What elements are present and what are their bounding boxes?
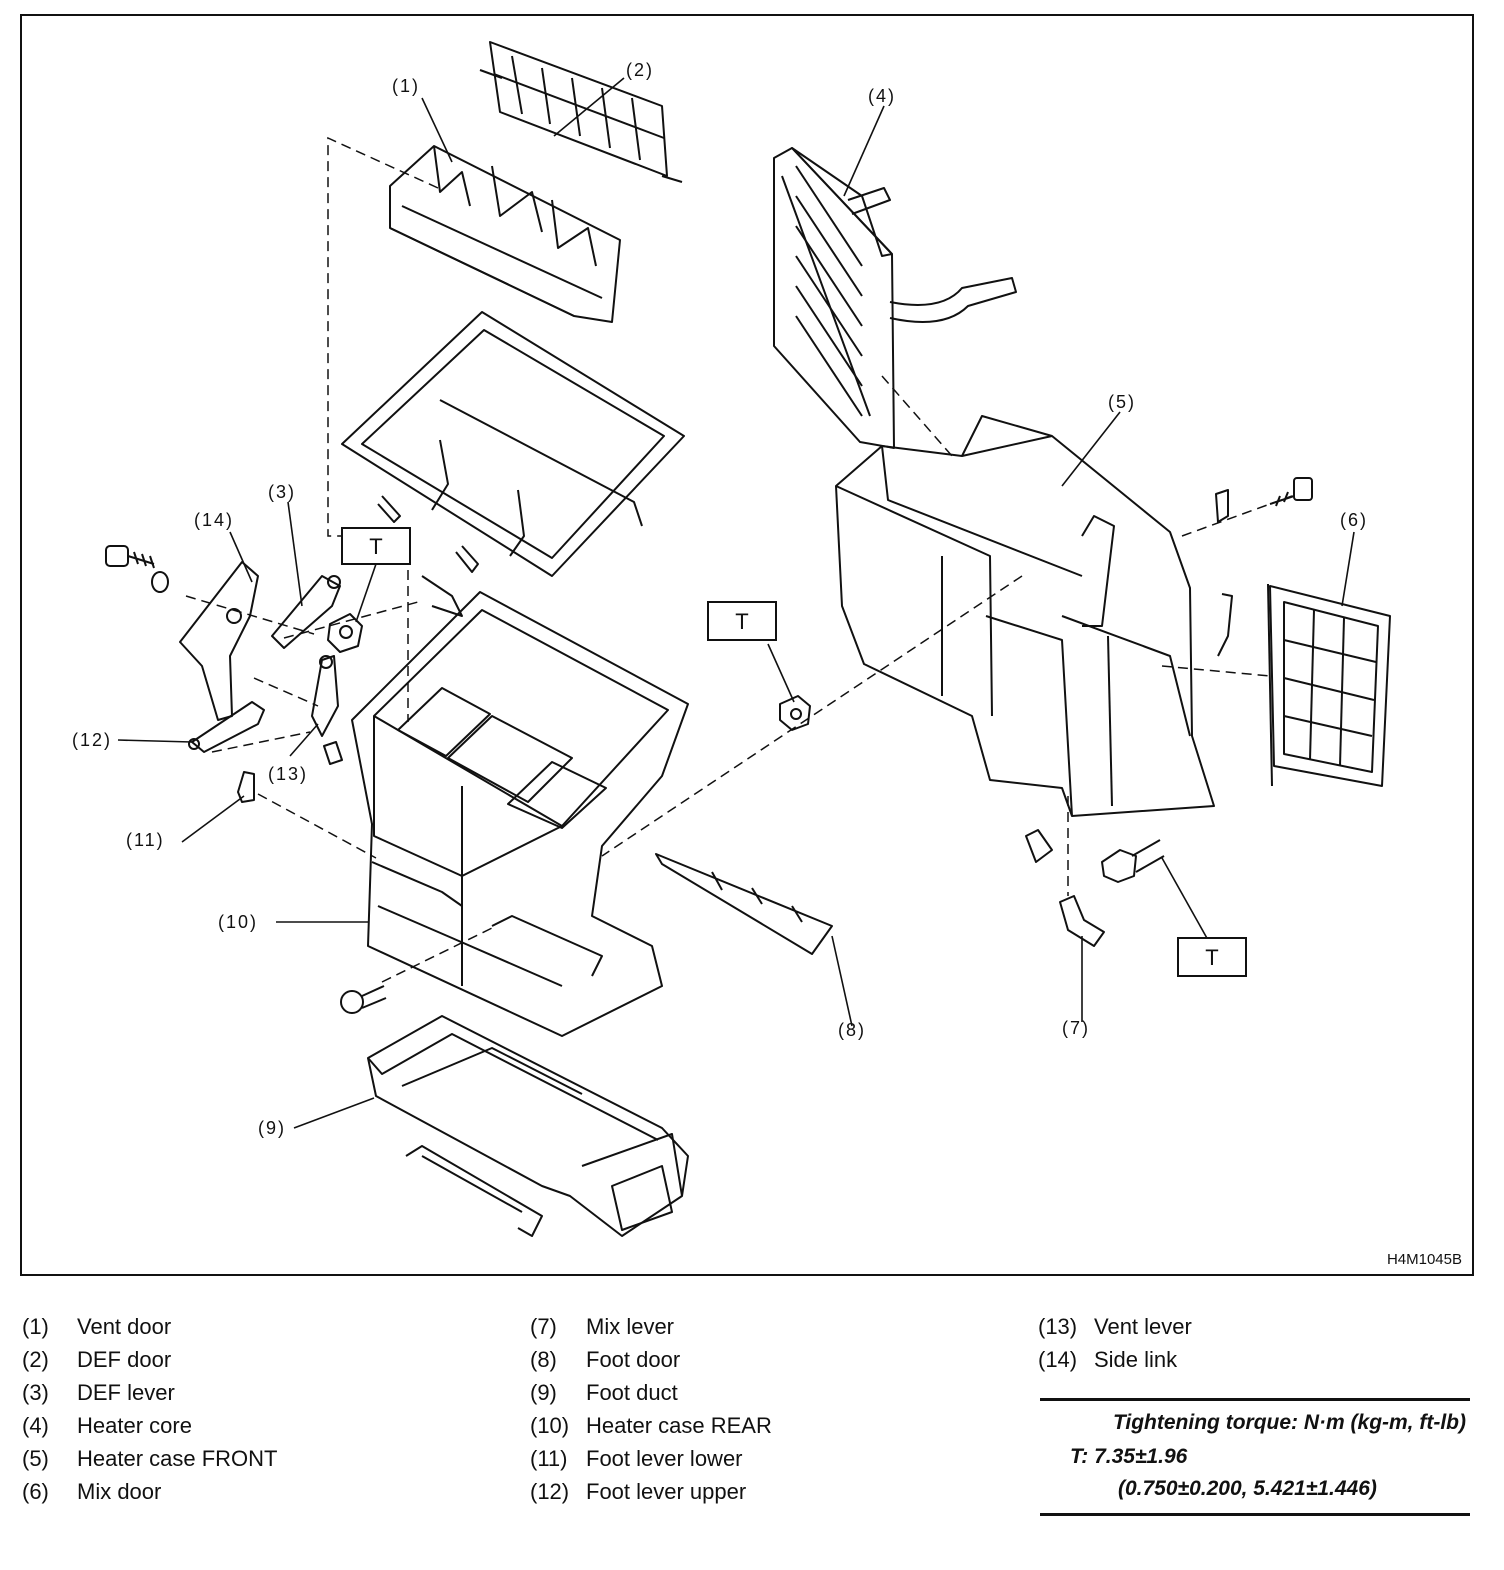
- heater-case-rear-part: [351, 575, 689, 1037]
- legend-number: (3): [22, 1379, 49, 1405]
- torque-top-rule: [1040, 1398, 1470, 1401]
- mix-door-part: [1267, 583, 1391, 787]
- legend-item: (13) Vent lever: [1038, 1310, 1192, 1343]
- legend-number: (14): [1038, 1346, 1078, 1372]
- vent-door-part: [389, 145, 621, 323]
- legend-item: (8) Foot door: [530, 1343, 772, 1376]
- callout-10: (10): [218, 912, 258, 932]
- callout-9: (9): [258, 1118, 286, 1138]
- legend-label: Side link: [1094, 1346, 1178, 1372]
- legend-label: Foot door: [586, 1346, 681, 1372]
- legend-item: (6) Mix door: [22, 1475, 278, 1508]
- callout-5: (5): [1108, 392, 1136, 412]
- legend-label: Vent door: [77, 1313, 172, 1339]
- legend-number: (2): [22, 1346, 49, 1372]
- callout-14: (14): [194, 510, 234, 530]
- legend-label: Mix door: [77, 1478, 162, 1504]
- heater-unit-exploded-drawing: T T T (1) (2) (3) (4) (5) (6) (7) (8) (9…: [72, 41, 1391, 1237]
- callout-4: (4): [868, 86, 896, 106]
- callout-1: (1): [392, 76, 420, 96]
- legend-number: (11): [530, 1445, 568, 1471]
- callout-11: (11): [126, 830, 165, 850]
- legend-number: (5): [22, 1445, 49, 1471]
- torque-conversions: (0.750±0.200, 5.421±1.446): [1118, 1477, 1377, 1500]
- foot-lever-upper-12-part: [188, 701, 265, 753]
- torque-tag-middle-label: T: [735, 609, 748, 634]
- callout-numbers: (1) (2) (3) (4) (5) (6) (7) (8) (9) (10)…: [72, 60, 1368, 1138]
- nut-left-part: [327, 613, 363, 653]
- legend-number: (9): [530, 1379, 557, 1405]
- heater-core-part: [773, 147, 1017, 449]
- legend-label: Mix lever: [586, 1313, 675, 1339]
- legend-item: (7) Mix lever: [530, 1310, 772, 1343]
- callout-6: (6): [1340, 510, 1368, 530]
- legend-item: (12) Foot lever upper: [530, 1475, 772, 1508]
- legend-number: (4): [22, 1412, 49, 1438]
- torque-value: T: 7.35±1.96: [1070, 1445, 1188, 1468]
- callout-7: (7): [1062, 1018, 1090, 1038]
- legend-label: Foot lever lower: [586, 1445, 743, 1471]
- legend-number: (8): [530, 1346, 557, 1372]
- callout-3: (3): [268, 482, 296, 502]
- screw-bottom-part: [340, 985, 387, 1014]
- torque-tag-right-label: T: [1205, 945, 1218, 970]
- torque-tag-left-label: T: [369, 534, 382, 559]
- legend-label: Foot lever upper: [586, 1478, 747, 1504]
- legend-number: (7): [530, 1313, 557, 1339]
- legend-number: (12): [530, 1478, 570, 1504]
- legend-label: DEF lever: [77, 1379, 175, 1405]
- tightening-torque-box: Tightening torque: N·m (kg-m, ft-lb) T: …: [1040, 1398, 1470, 1516]
- legend-item: (10) Heater case REAR: [530, 1409, 772, 1442]
- legend-number: (6): [22, 1478, 49, 1504]
- callout-leader-lines: [117, 77, 1355, 1129]
- callout-8: (8): [838, 1020, 866, 1040]
- mix-lever-7-part: [1059, 895, 1105, 947]
- assembly-guide-lines: [185, 136, 1293, 983]
- def-lever-3-part: [271, 575, 341, 649]
- torque-title: Tightening torque: N·m (kg-m, ft-lb): [1112, 1411, 1466, 1434]
- torque-bottom-rule: [1040, 1513, 1470, 1516]
- legend-item: (2) DEF door: [22, 1343, 278, 1376]
- foot-door-part: [655, 853, 833, 955]
- foot-lever-lower-11-part: [237, 771, 255, 803]
- legend-label: DEF door: [77, 1346, 172, 1372]
- figure-id: H4M1045B: [1386, 1251, 1462, 1268]
- exploded-view-figure: T T T (1) (2) (3) (4) (5) (6) (7) (8) (9…: [20, 14, 1474, 1276]
- legend-item: (5) Heater case FRONT: [22, 1442, 278, 1475]
- vent-lever-13-part: [311, 655, 339, 737]
- gasket-frame-part: [341, 311, 685, 577]
- legend-number: (13): [1038, 1313, 1078, 1339]
- torque-tag-left: T: [341, 527, 411, 565]
- legend-number: (1): [22, 1313, 49, 1339]
- legend-column-2: (7) Mix lever (8) Foot door (9) Foot duct (…: [530, 1310, 772, 1508]
- legend-label: Heater core: [77, 1412, 192, 1438]
- callout-12: (12): [72, 730, 112, 750]
- legend-item: (9) Foot duct: [530, 1376, 772, 1409]
- torque-tag-middle: T: [707, 601, 777, 641]
- callout-13: (13): [268, 764, 308, 784]
- legend-label: Foot duct: [586, 1379, 678, 1405]
- legend-label: Heater case FRONT: [77, 1445, 278, 1471]
- legend-number: (10): [530, 1412, 570, 1438]
- legend-label: Vent lever: [1094, 1313, 1192, 1339]
- def-door-part: [479, 41, 683, 183]
- legend-item: (1) Vent door: [22, 1310, 278, 1343]
- side-link-14-part: [179, 561, 259, 721]
- nut-middle-part: [779, 695, 811, 731]
- screw-left-part: [105, 545, 169, 593]
- legend-item: (4) Heater core: [22, 1409, 278, 1442]
- callout-2: (2): [626, 60, 654, 80]
- legend-item: (14) Side link: [1038, 1343, 1192, 1376]
- foot-duct-part: [367, 1015, 689, 1237]
- legend-item: (11) Foot lever lower: [530, 1442, 772, 1475]
- heater-case-front-part: [835, 415, 1233, 817]
- clips-part: [323, 489, 1229, 863]
- legend-column-1: (1) Vent door (2) DEF door (3) DEF lever (4…: [22, 1310, 278, 1508]
- legend-column-3: (13) Vent lever (14) Side link: [1038, 1310, 1192, 1376]
- legend-label: Heater case REAR: [586, 1412, 772, 1438]
- torque-tag-right: T: [1177, 937, 1247, 977]
- legend-item: (3) DEF lever: [22, 1376, 278, 1409]
- screw-right-bottom-part: [1101, 839, 1165, 883]
